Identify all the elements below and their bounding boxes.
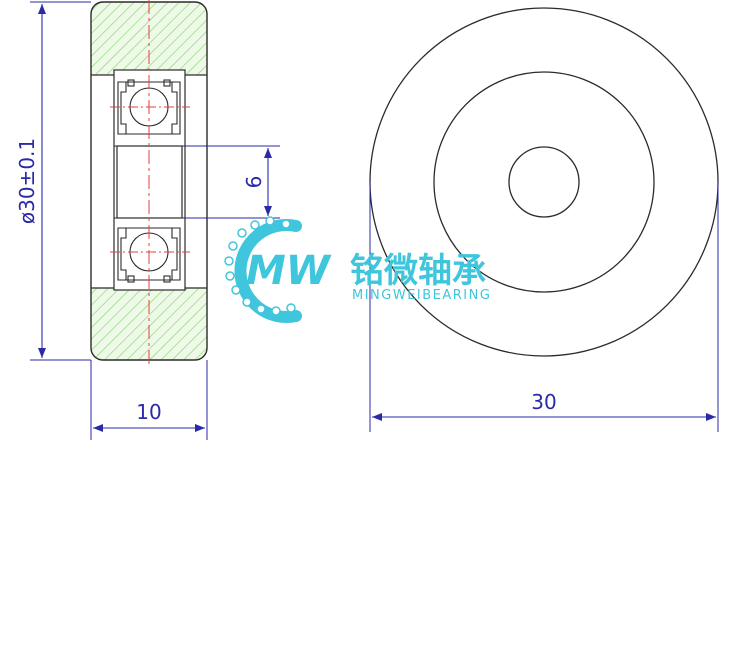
diameter-label: 30: [531, 390, 556, 414]
hatched-tire-bottom: [91, 288, 207, 360]
bore-label: 6: [242, 176, 266, 189]
front-bore-circle: [508, 146, 580, 218]
dimension-diameter: 30: [369, 182, 719, 432]
front-middle-circle: [433, 71, 655, 293]
front-outer-circle: [369, 7, 719, 357]
dimension-bore: 6: [185, 145, 280, 219]
brand-logo: MW 铭微轴承 MINGWEIBEARING: [224, 216, 491, 323]
width-label: 10: [136, 400, 161, 424]
dimension-width: 10: [90, 360, 208, 440]
logo-english-name: MINGWEIBEARING: [352, 288, 491, 303]
front-view: [369, 7, 719, 357]
logo-monogram: MW: [246, 248, 332, 294]
bearing-emblem-icon: MW: [224, 216, 332, 323]
logo-chinese-name: 铭微轴承: [350, 251, 486, 291]
outer-diameter-label: ø30±0.1: [15, 138, 39, 224]
section-view: [90, 0, 208, 364]
dimension-outer-diameter: ø30±0.1: [15, 1, 91, 361]
